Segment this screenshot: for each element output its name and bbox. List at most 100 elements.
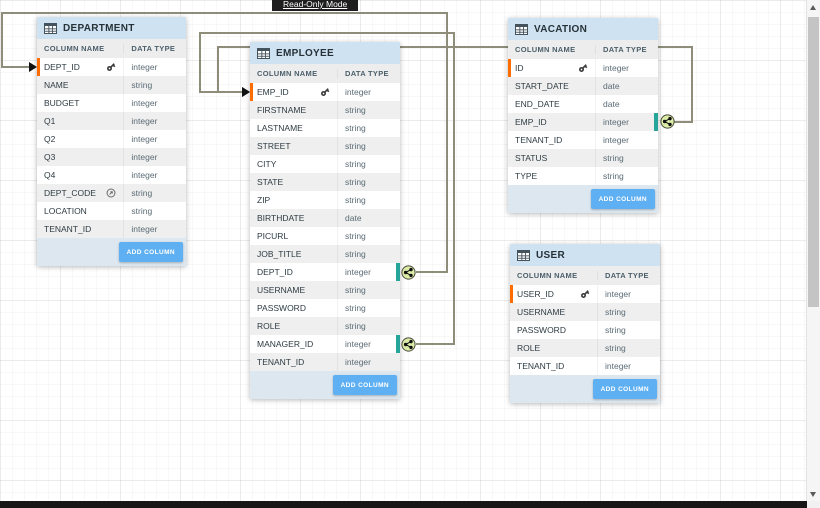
table-row[interactable]: ID integer bbox=[508, 59, 658, 77]
column-name-cell: DEPT_ID bbox=[257, 267, 293, 277]
scroll-up-button[interactable] bbox=[807, 0, 820, 14]
column-name-cell: BUDGET bbox=[44, 98, 80, 108]
add-column-button[interactable]: ADD COLUMN bbox=[592, 379, 657, 399]
column-name-cell: USERNAME bbox=[517, 307, 566, 317]
table-footer: ADD COLUMN bbox=[250, 371, 400, 399]
relation-line-segment bbox=[199, 32, 455, 34]
table-title-bar[interactable]: DEPARTMENT bbox=[37, 17, 186, 39]
table-grid-icon bbox=[515, 23, 528, 35]
foreign-key-accent-bar bbox=[654, 113, 658, 131]
scroll-down-button[interactable] bbox=[807, 487, 820, 501]
column-name-cell: PASSWORD bbox=[257, 303, 306, 313]
add-column-button[interactable]: ADD COLUMN bbox=[590, 189, 655, 209]
data-type-cell: integer bbox=[337, 263, 400, 281]
table-row[interactable]: BUDGET integer bbox=[37, 94, 186, 112]
column-name-cell: Q1 bbox=[44, 116, 56, 126]
bottom-edge-bar bbox=[0, 501, 807, 508]
column-name-cell: USER_ID bbox=[517, 289, 554, 299]
table-grid-icon bbox=[517, 249, 530, 261]
data-type-cell: string bbox=[597, 303, 660, 321]
data-type-cell: integer bbox=[123, 94, 186, 112]
data-type-cell: integer bbox=[595, 59, 658, 77]
column-name-cell: ID bbox=[515, 63, 524, 73]
data-type-cell: integer bbox=[123, 58, 186, 76]
table-title: DEPARTMENT bbox=[63, 22, 135, 34]
relation-line-segment bbox=[416, 343, 455, 345]
table-row[interactable]: USER_ID integer bbox=[510, 285, 660, 303]
table-row[interactable]: Q1 integer bbox=[37, 112, 186, 130]
data-type-cell: integer bbox=[337, 83, 400, 101]
foreign-key-accent-bar bbox=[396, 335, 400, 353]
data-type-cell: integer bbox=[123, 112, 186, 130]
relation-connector-icon[interactable] bbox=[660, 114, 675, 129]
column-name-cell: TENANT_ID bbox=[515, 135, 563, 145]
data-type-cell: string bbox=[595, 167, 658, 185]
table-title-bar[interactable]: VACATION bbox=[508, 18, 658, 40]
data-type-cell: string bbox=[337, 137, 400, 155]
add-column-button[interactable]: ADD COLUMN bbox=[332, 375, 397, 395]
relation-line-segment bbox=[2, 12, 448, 14]
column-name-header: COLUMN NAME bbox=[44, 44, 105, 53]
column-name-cell: STATE bbox=[257, 177, 284, 187]
column-name-cell: MANAGER_ID bbox=[257, 339, 314, 349]
column-name-cell: EMP_ID bbox=[515, 117, 547, 127]
add-column-button[interactable]: ADD COLUMN bbox=[118, 242, 183, 262]
column-name-cell: ROLE bbox=[257, 321, 281, 331]
table-title-bar[interactable]: EMPLOYEE bbox=[250, 42, 400, 64]
data-type-cell: string bbox=[597, 321, 660, 339]
column-name-cell: Q4 bbox=[44, 170, 56, 180]
column-name-cell: STATUS bbox=[515, 153, 548, 163]
relation-connector-icon[interactable] bbox=[401, 337, 416, 352]
column-name-cell: LASTNAME bbox=[257, 123, 303, 133]
relation-connector-icon[interactable] bbox=[401, 265, 416, 280]
data-type-cell: string bbox=[337, 191, 400, 209]
data-type-cell: integer bbox=[597, 285, 660, 303]
column-name-cell: START_DATE bbox=[515, 81, 569, 91]
table-row[interactable]: DEPT_ID integer bbox=[250, 263, 400, 281]
vertical-scrollbar-thumb[interactable] bbox=[808, 17, 819, 307]
table-grid-icon bbox=[257, 47, 270, 59]
table-footer: ADD COLUMN bbox=[37, 238, 186, 266]
table-title-bar[interactable]: USER bbox=[510, 244, 660, 266]
data-type-cell: string bbox=[123, 184, 186, 202]
table-row[interactable]: USERNAME string bbox=[510, 303, 660, 321]
column-name-cell: TENANT_ID bbox=[44, 224, 92, 234]
vertical-scrollbar[interactable] bbox=[806, 0, 820, 501]
table-title: EMPLOYEE bbox=[276, 47, 334, 59]
data-type-cell: date bbox=[595, 95, 658, 113]
